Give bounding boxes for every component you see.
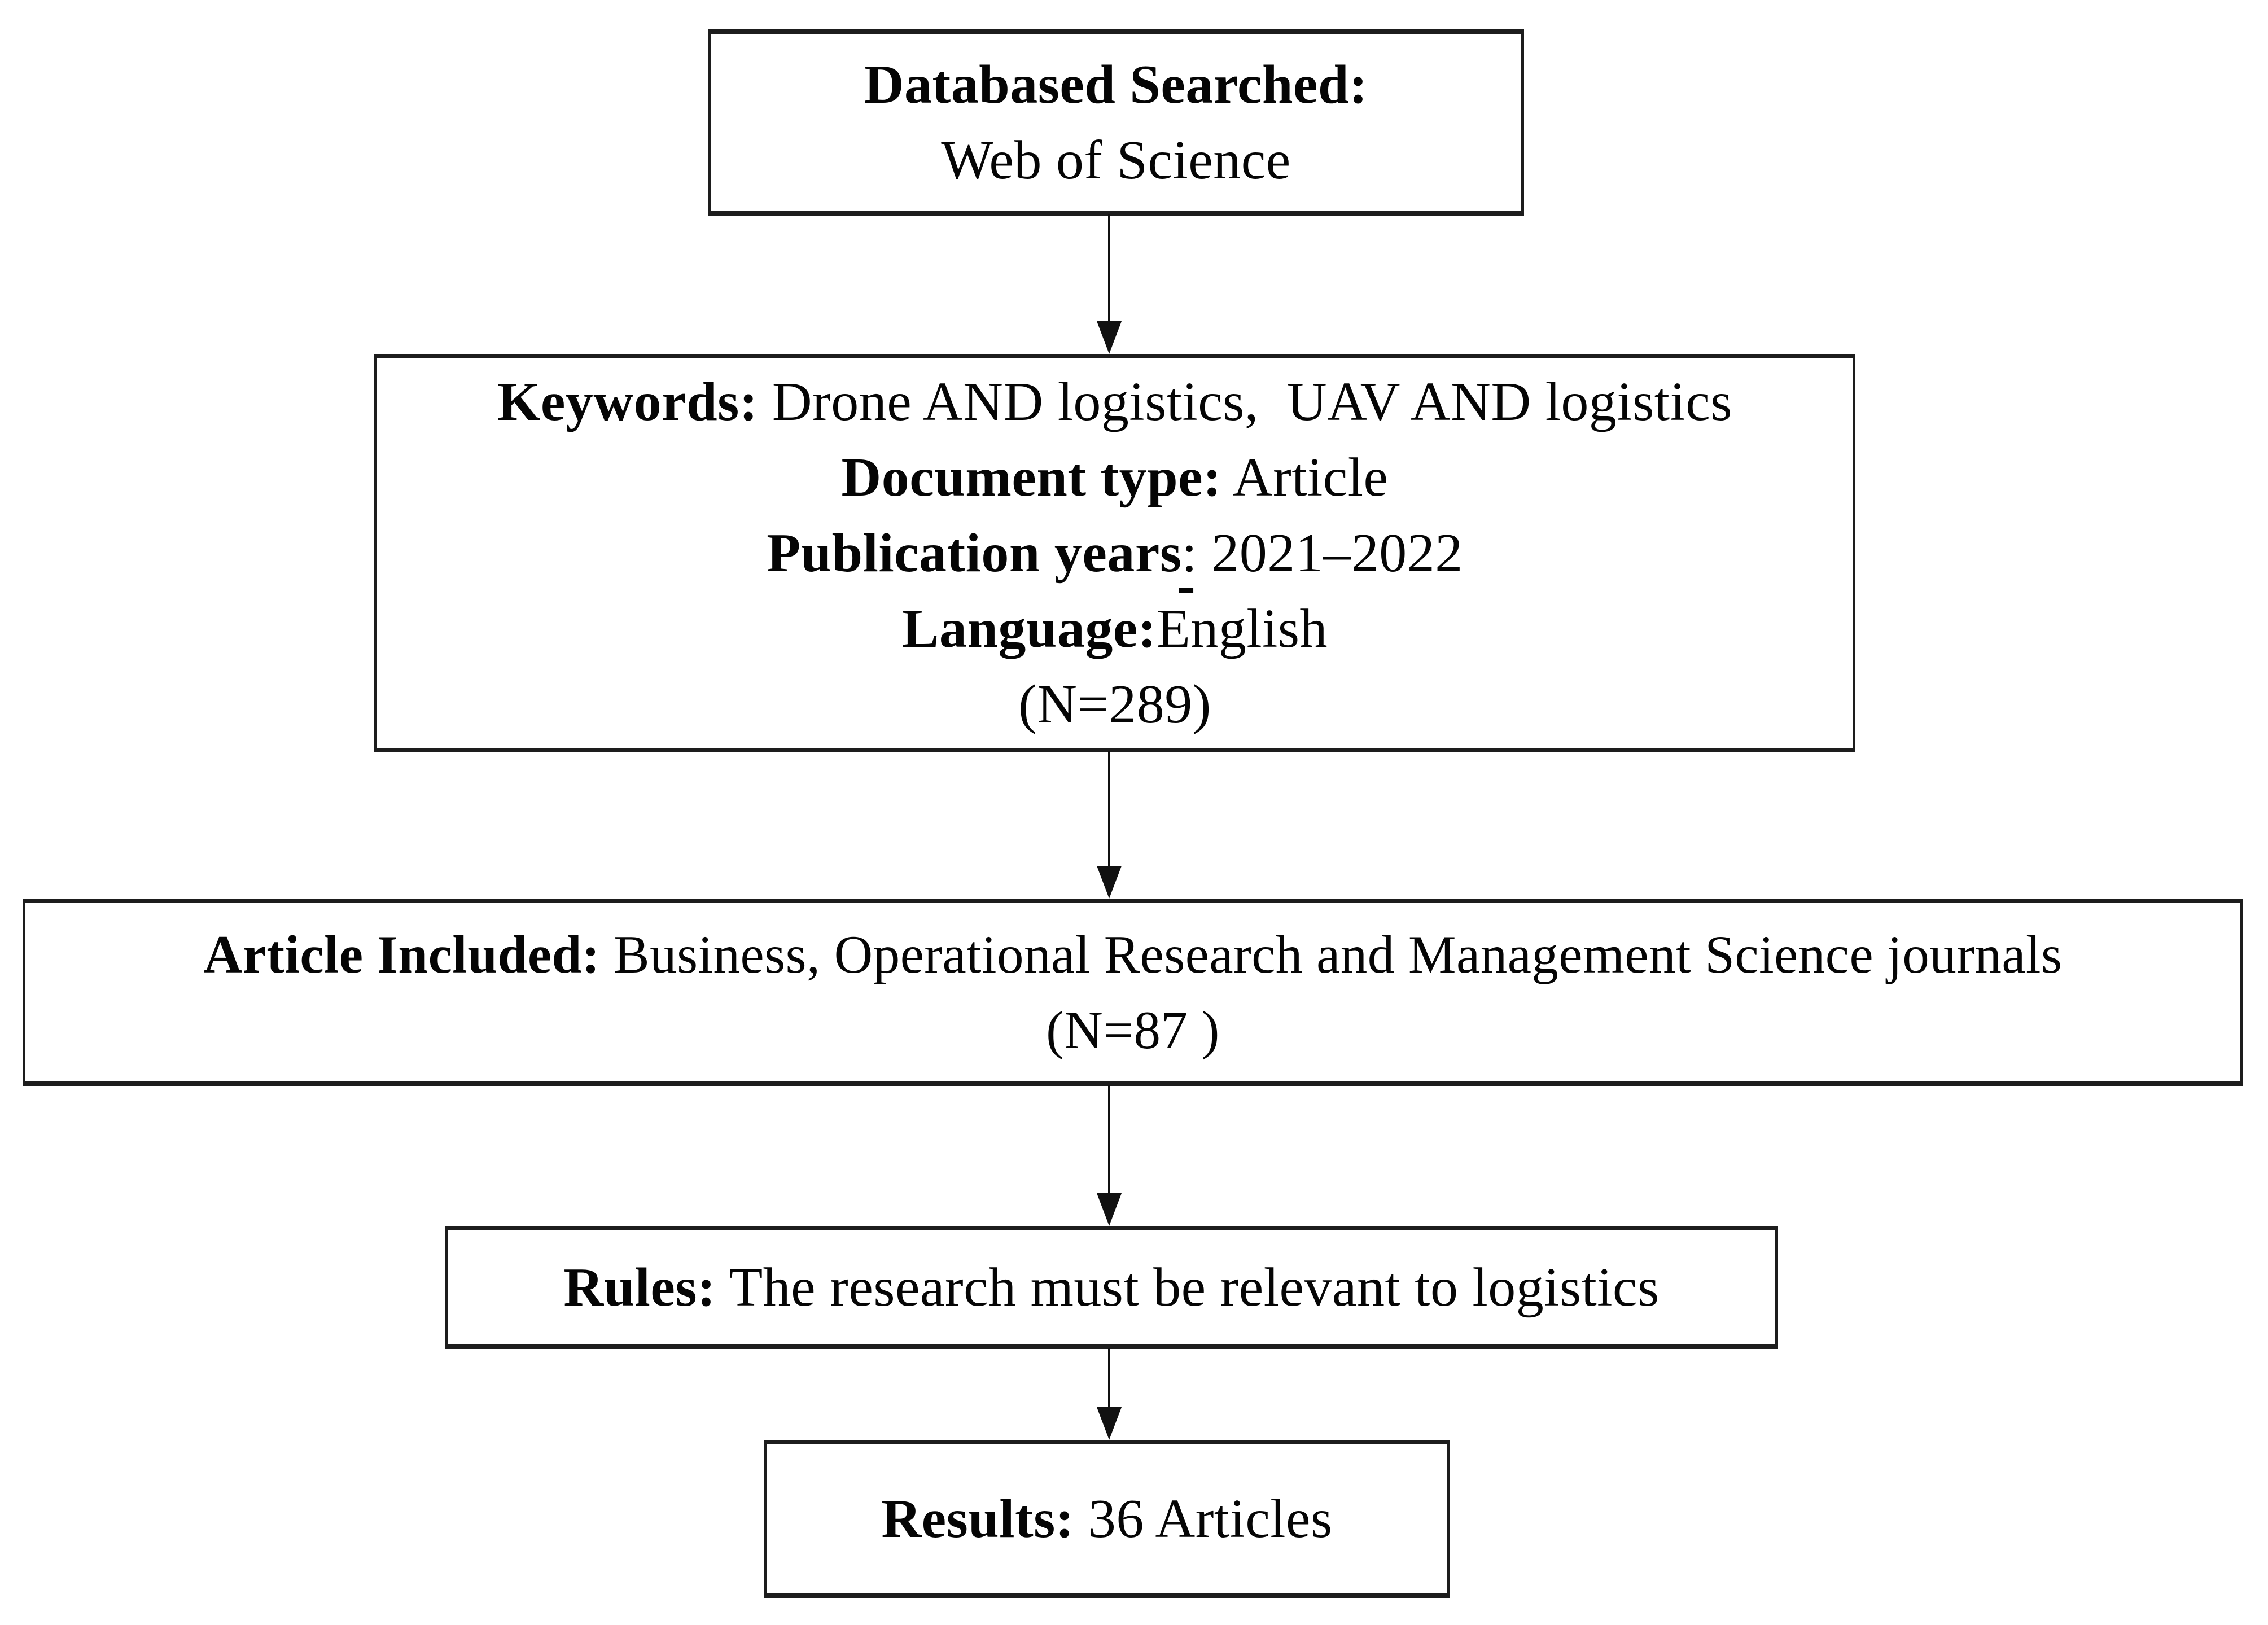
flow-arrow-1: [1097, 214, 1122, 354]
text-line: (N=87 ): [1046, 992, 1220, 1068]
arrow-down-icon: [1097, 321, 1122, 354]
text-line: Rules: The research must be relevant to …: [563, 1250, 1659, 1325]
arrow-down-icon: [1097, 866, 1122, 899]
text-line: (N=289): [1018, 667, 1211, 742]
box-databases-searched: Databased Searched: Web of Science: [708, 29, 1524, 216]
text-line: Article Included: Business, Operational …: [204, 917, 2063, 992]
text-line: Language:English: [902, 591, 1328, 667]
line-label: Results:: [881, 1488, 1074, 1549]
text-line: Databased Searched:: [864, 47, 1368, 122]
box-articles-included: Article Included: Business, Operational …: [23, 899, 2243, 1086]
line-text: Business, Operational Research and Manag…: [600, 925, 2063, 984]
line-label: Rules:: [563, 1257, 716, 1318]
line-text: Web of Science: [941, 130, 1291, 191]
arrow-stem: [1108, 214, 1110, 321]
line-text: English: [1157, 598, 1328, 659]
line-label: Document type:: [841, 447, 1222, 508]
line-label: Language:: [902, 598, 1157, 659]
line-text: Article: [1221, 447, 1389, 508]
box-rules: Rules: The research must be relevant to …: [445, 1226, 1778, 1349]
line-text: Drone AND logistics, UAV AND logistics: [758, 371, 1732, 432]
text-line: Web of Science: [941, 122, 1291, 198]
stray-dash-mark: -: [1177, 555, 1196, 616]
line-label: Databased Searched:: [864, 54, 1368, 115]
line-label: Keywords:: [497, 371, 758, 432]
flow-arrow-3: [1097, 1085, 1122, 1226]
line-text: : 2021–2022: [1181, 523, 1463, 584]
text-line: Results: 36 Articles: [881, 1481, 1332, 1557]
box-results: Results: 36 Articles: [764, 1440, 1450, 1598]
line-text: The research must be relevant to logisti…: [716, 1257, 1660, 1318]
text-line: Document type: Article: [842, 440, 1389, 515]
flow-arrow-4: [1097, 1348, 1122, 1440]
arrow-stem: [1108, 751, 1110, 866]
line-text: (N=289): [1018, 674, 1211, 735]
line-text: (N=87 ): [1046, 1000, 1220, 1060]
arrow-stem: [1108, 1348, 1110, 1407]
arrow-down-icon: [1097, 1407, 1122, 1440]
line-text: 36 Articles: [1074, 1488, 1333, 1549]
line-label: Article Included:: [203, 925, 600, 984]
arrow-down-icon: [1097, 1193, 1122, 1226]
box-search-criteria: Keywords: Drone AND logistics, UAV AND l…: [374, 354, 1855, 752]
text-line: Publication years: 2021–2022: [767, 515, 1463, 591]
text-line: Keywords: Drone AND logistics, UAV AND l…: [497, 364, 1732, 440]
arrow-stem: [1108, 1085, 1110, 1193]
flow-arrow-2: [1097, 751, 1122, 899]
line-label: Publication years: [767, 523, 1182, 584]
